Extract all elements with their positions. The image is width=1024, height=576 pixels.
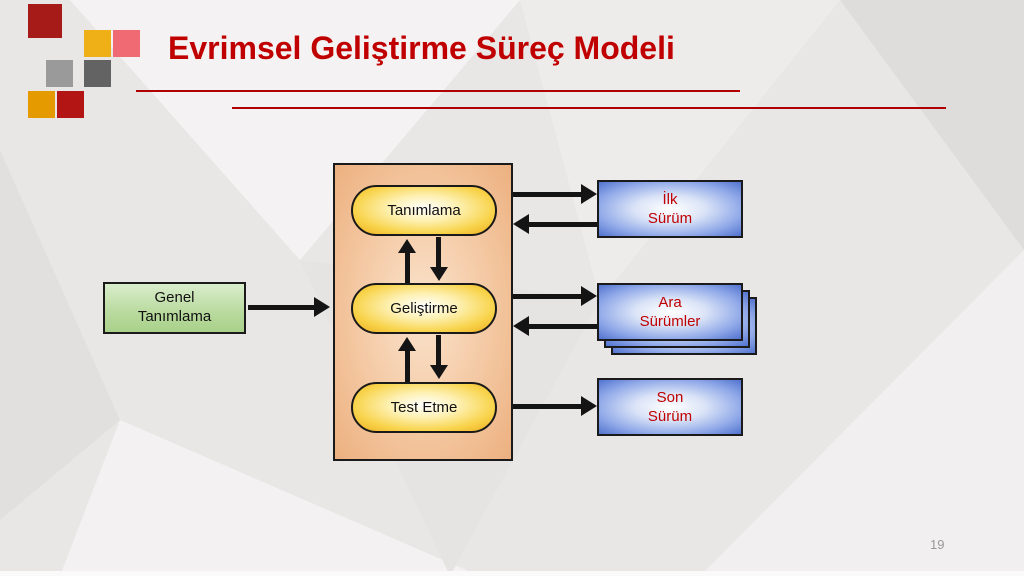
arrow-from-ara-surumler-shaft <box>527 324 597 329</box>
arrow-to-ilk-surum-shaft <box>513 192 583 197</box>
arrow-down-2-shaft <box>436 335 441 367</box>
son-surum-line1: Son <box>656 388 684 406</box>
bottom-edge-band <box>0 571 1024 576</box>
ilk-surum-line1: İlk <box>662 190 678 208</box>
stage-tanimlama-label: Tanımlama <box>387 202 461 219</box>
arrow-from-ara-surumler-head <box>513 316 529 336</box>
son-surum-line2: Sürüm <box>647 408 693 425</box>
mosaic-square-red <box>57 91 84 118</box>
mosaic-square-darkred <box>28 4 62 38</box>
title-underline-secondary <box>232 107 946 109</box>
stage-gelistirme-label: Geliştirme <box>390 300 458 317</box>
arrow-from-ilk-surum-head <box>513 214 529 234</box>
ara-surumler-line2: Sürümler <box>639 313 701 330</box>
output-ilk-surum: İlk Sürüm <box>597 180 743 238</box>
output-son-surum: Son Sürüm <box>597 378 743 436</box>
general-definition-line2: Tanımlama <box>137 308 212 325</box>
arrow-to-son-surum-head <box>581 396 597 416</box>
mosaic-square-pink <box>113 30 140 57</box>
general-definition-box: Genel Tanımlama <box>103 282 246 334</box>
arrow-to-ilk-surum-head <box>581 184 597 204</box>
general-definition-line1: Genel <box>154 289 195 307</box>
arrow-input-to-container-shaft <box>248 305 316 310</box>
mosaic-square-gray <box>46 60 73 87</box>
arrow-down-1-head <box>430 267 448 281</box>
mosaic-square-amber <box>28 91 55 118</box>
page-number: 19 <box>930 537 945 552</box>
arrow-to-ara-surumler-shaft <box>513 294 583 299</box>
stage-tanimlama: Tanımlama <box>351 185 497 236</box>
stage-gelistirme: Geliştirme <box>351 283 497 334</box>
arrow-from-ilk-surum-shaft <box>527 222 597 227</box>
stage-test-etme-label: Test Etme <box>390 399 458 416</box>
arrow-to-ara-surumler-head <box>581 286 597 306</box>
arrow-input-to-container-head <box>314 297 330 317</box>
ilk-surum-line2: Sürüm <box>647 210 693 227</box>
arrow-up-1-head <box>398 239 416 253</box>
stage-test-etme: Test Etme <box>351 382 497 433</box>
arrow-up-2-shaft <box>405 349 410 382</box>
arrow-up-2-head <box>398 337 416 351</box>
arrow-down-2-head <box>430 365 448 379</box>
arrow-to-son-surum-shaft <box>513 404 583 409</box>
slide-title: Evrimsel Geliştirme Süreç Modeli <box>168 30 675 66</box>
title-underline-primary <box>136 90 740 92</box>
arrow-down-1-shaft <box>436 237 441 269</box>
ara-surumler-line1: Ara <box>658 293 682 311</box>
arrow-up-1-shaft <box>405 251 410 283</box>
output-ara-surumler: Ara Sürümler <box>597 283 743 341</box>
mosaic-square-yellow <box>84 30 111 57</box>
mosaic-square-darkgray <box>84 60 111 87</box>
